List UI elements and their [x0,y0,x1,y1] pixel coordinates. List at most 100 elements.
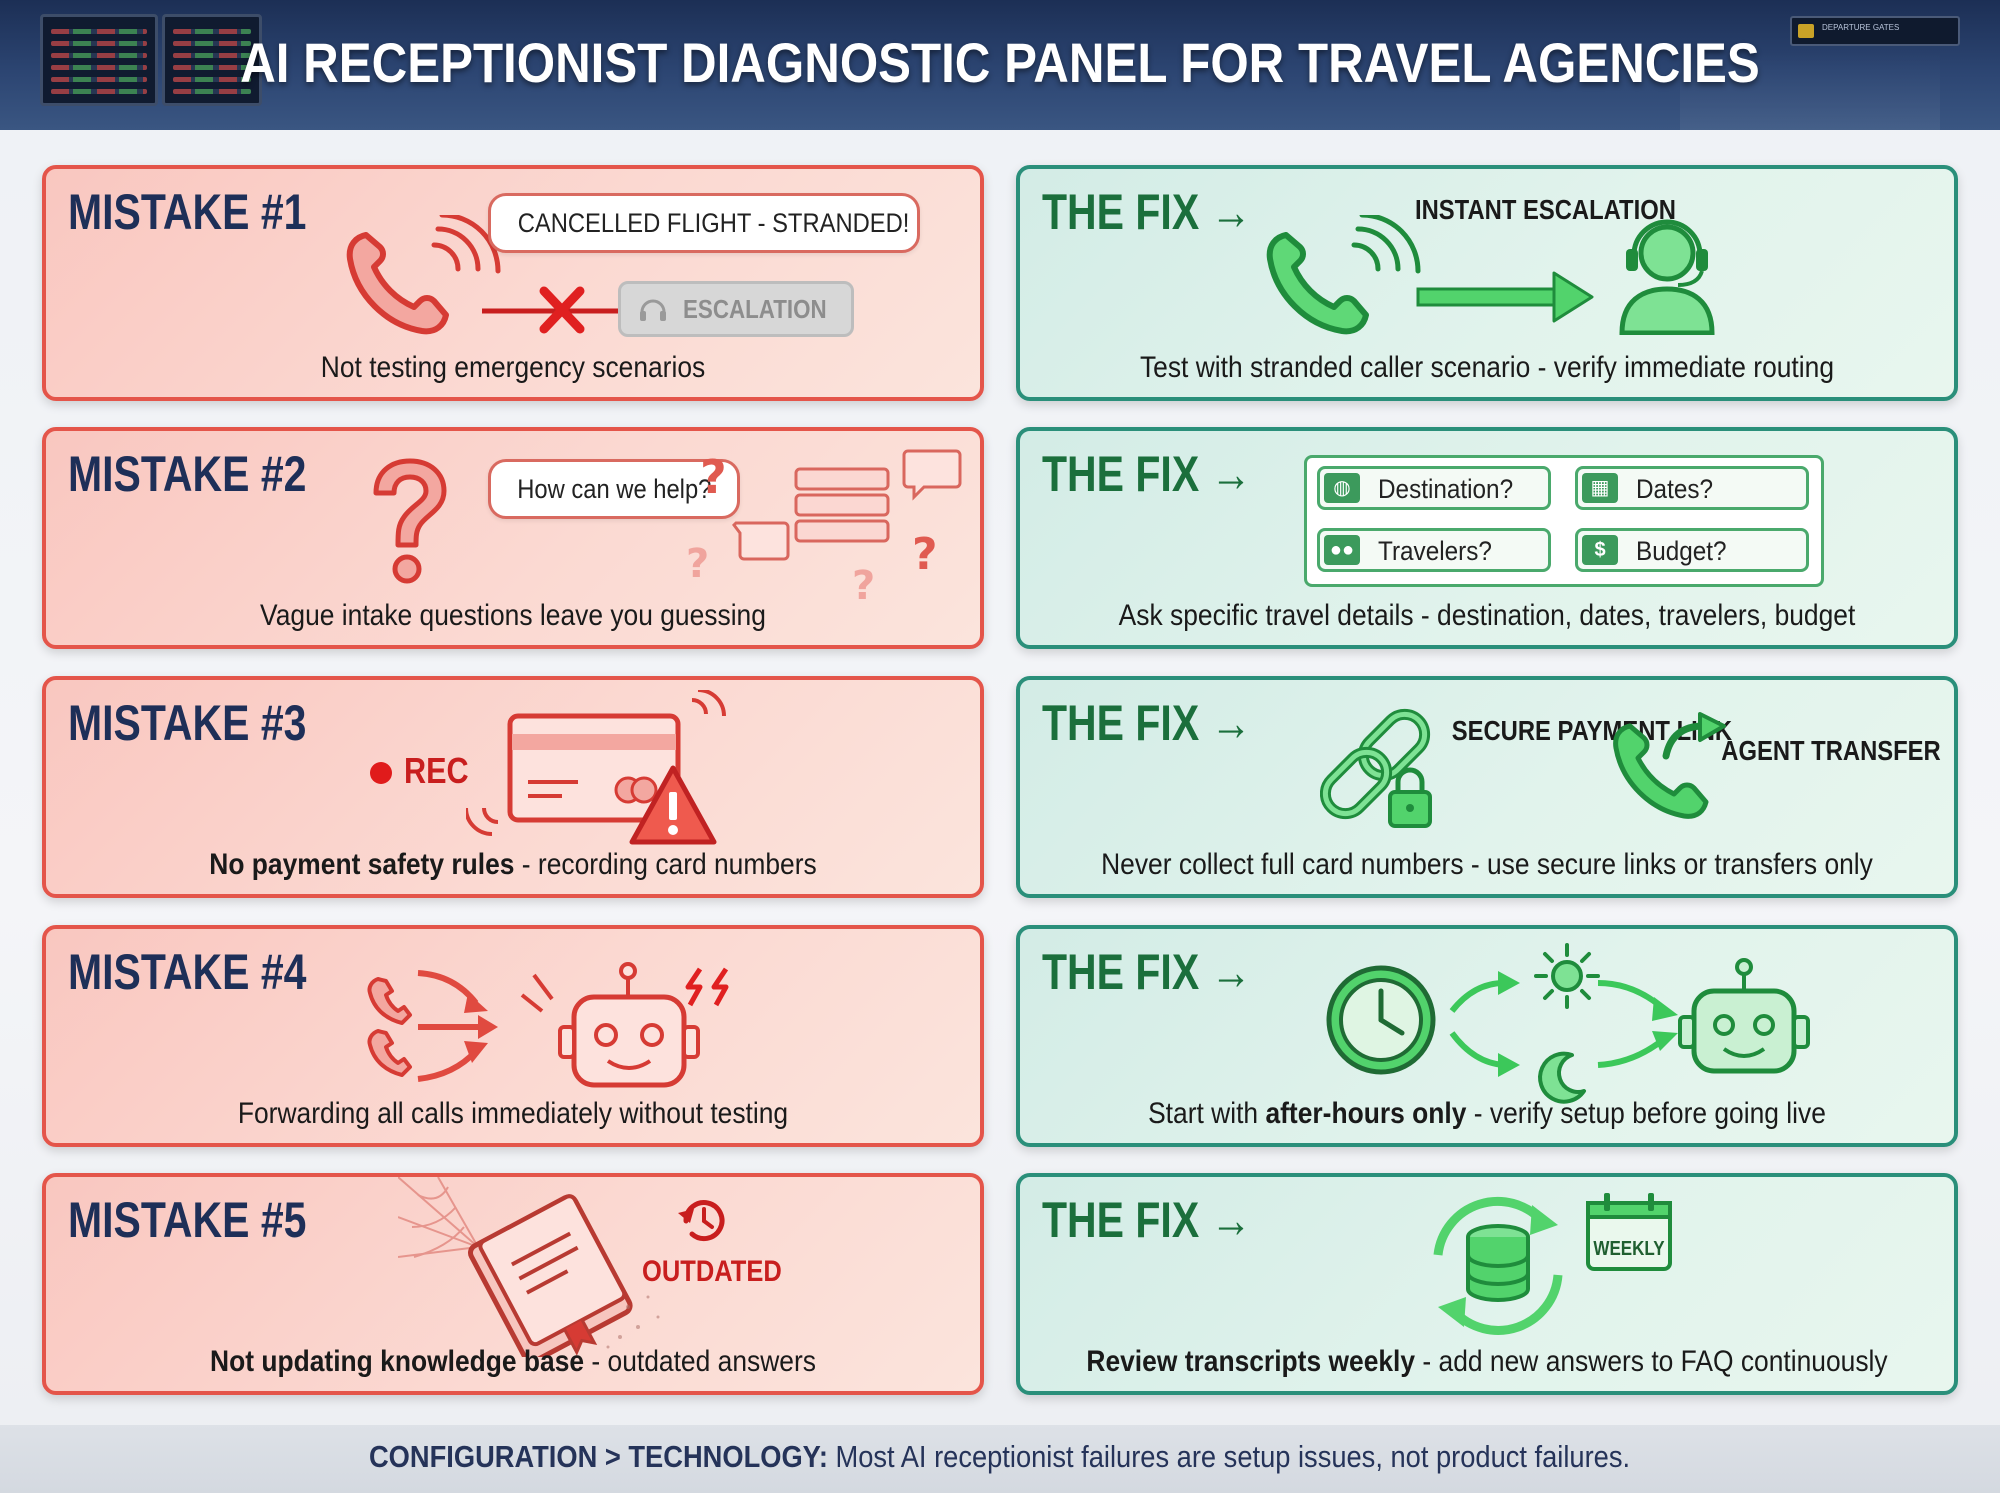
record-dot-icon [370,762,392,784]
fix-label: THE FIX → [1042,1192,1252,1248]
agent-transfer-label: AGENT TRANSFER [1721,735,1941,766]
mistake-label: MISTAKE #1 [68,184,307,240]
escalation-text: ESCALATION [683,294,827,324]
dollar-icon: $ [1582,535,1618,565]
mistake-label: MISTAKE #4 [68,944,307,1000]
credit-card-icon [466,690,726,836]
chain-lock-icon [1320,708,1432,828]
footer-rest: Most AI receptionist failures are setup … [828,1439,1631,1474]
question-text: Travelers? [1378,536,1492,566]
fix-caption: Never collect full card numbers - use se… [1101,848,1873,881]
chat-bubbles-icon: ? ? ? ? [686,449,962,607]
fix-label: THE FIX → [1042,446,1252,502]
mistake-label: MISTAKE #5 [68,1192,307,1248]
question-travelers: ●● Travelers? [1317,528,1551,572]
caption-bold: No payment safety rules [209,848,515,881]
fix-caption: Test with stranded caller scenario - ver… [1139,351,1835,384]
mistake-card-3: MISTAKE #3 REC No payment safety rules -… [42,676,984,898]
outdated-label: OUTDATED [642,1255,782,1288]
cobweb-book-icon [398,1177,660,1357]
bubble-text: CANCELLED FLIGHT - STRANDED! [517,208,910,238]
globe-icon: ◍ [1324,473,1360,503]
mistake-card-4: MISTAKE #4 Forwarding all calls immediat… [42,925,984,1147]
agent-headset-icon [1619,219,1715,335]
rec-label: REC [404,750,469,791]
secure-payment-link-label: SECURE PAYMENT LINK [1451,715,1733,746]
caption-rest: - recording card numbers [514,848,817,881]
database-sync-icon [1433,1196,1563,1335]
arrow-right-icon [1416,271,1594,323]
fix-card-5: THE FIX → WEEKLY Review transcripts week… [1016,1173,1958,1395]
phone-ringing-icon [1266,215,1421,335]
weekly-calendar-icon [1586,1193,1672,1271]
weekly-label: WEEKLY [1593,1238,1665,1260]
fix-card-3: THE FIX → SECURE PAYMENT LINK AGENT TRAN… [1016,676,1958,898]
question-dates: ▦ Dates? [1575,466,1809,510]
moon-icon [1538,1051,1586,1104]
mistake-card-5: MISTAKE #5 OUTDATED Not updating knowled… [42,1173,984,1395]
blocked-arrow-icon [482,286,652,334]
svg-text:?: ? [912,529,938,580]
fix-caption: Start with after-hours only - verify set… [1076,1097,1898,1131]
instant-escalation-label: INSTANT ESCALATION [1415,194,1676,225]
people-icon: ●● [1324,535,1360,565]
clock-icon [1326,965,1436,1075]
mistake-caption: No payment safety rules - recording card… [102,848,924,882]
question-destination: ◍ Destination? [1317,466,1551,510]
question-text: Dates? [1636,474,1714,504]
header-banner: DEPARTURE GATES AI RECEPTIONIST DIAGNOST… [0,0,2000,130]
caption-rest: - outdated answers [584,1345,816,1378]
question-mark-icon [373,458,447,584]
calendar-icon: ▦ [1582,473,1618,503]
robot-icon [520,962,729,1088]
phone-ringing-icon [346,215,501,335]
mistake-caption: Forwarding all calls immediately without… [237,1097,789,1130]
footer-bold: CONFIGURATION > TECHNOLOGY: [369,1439,829,1474]
escalation-pill: ESCALATION [618,281,854,337]
intake-questions-grid: ◍ Destination? ▦ Dates? ●● Travelers? $ … [1304,455,1824,587]
mistake-label: MISTAKE #2 [68,446,307,502]
window-skyline [1680,50,1940,130]
sign-text: DEPARTURE GATES [1822,23,1900,32]
phone-forward-icon [1613,712,1726,819]
footer-banner: CONFIGURATION > TECHNOLOGY: Most AI rece… [0,1425,2000,1493]
mistake-caption: Not updating knowledge base - outdated a… [102,1345,924,1379]
arrow-right-icon [1597,980,1678,1068]
fix-label: THE FIX → [1042,695,1252,751]
mistake-caption: Not testing emergency scenarios [320,351,706,384]
svg-text:?: ? [700,450,727,504]
flight-board-right [162,14,262,106]
fix-label: THE FIX → [1042,184,1252,240]
caption-rest: - add new answers to FAQ continuously [1415,1345,1888,1378]
fix-caption: Review transcripts weekly - add new answ… [1076,1345,1898,1379]
cancelled-flight-bubble: CANCELLED FLIGHT - STRANDED! [488,193,920,253]
question-text: Budget? [1636,536,1727,566]
caption-bold: Review transcripts weekly [1086,1345,1416,1378]
question-budget: $ Budget? [1575,528,1809,572]
fix-card-2: THE FIX → ◍ Destination? ▦ Dates? ●● Tra… [1016,427,1958,649]
caption-pre: Start with [1148,1097,1266,1130]
departure-gates-sign: DEPARTURE GATES [1790,16,1960,46]
footer-text: CONFIGURATION > TECHNOLOGY: Most AI rece… [369,1439,1630,1475]
svg-text:?: ? [852,563,875,607]
sun-icon [1534,943,1600,1009]
history-clock-icon [678,1200,725,1242]
svg-text:?: ? [686,541,709,587]
mistake-card-2: MISTAKE #2 How can we help? ? ? ? ? Vagu… [42,427,984,649]
caption-rest: - verify setup before going live [1466,1097,1826,1130]
headset-icon [640,299,666,321]
caption-bold: after-hours only [1265,1097,1467,1130]
caption-bold: Not updating knowledge base [210,1345,585,1378]
question-text: Destination? [1378,474,1514,504]
fix-card-4: THE FIX → Star [1016,925,1958,1147]
robot-icon [1678,958,1810,1074]
plane-icon [1798,24,1814,38]
fix-caption: Ask specific travel details - destinatio… [1118,599,1856,632]
flight-board-left [40,14,158,106]
mistake-card-1: MISTAKE #1 CANCELLED FLIGHT - STRANDED! … [42,165,984,401]
warning-icon [629,765,717,845]
page-title: AI RECEPTIONIST DIAGNOSTIC PANEL FOR TRA… [240,31,1760,94]
phones-arrows-icon [367,970,498,1082]
sun-icon [1449,971,1520,1077]
fix-card-1: THE FIX → INSTANT ESCALATION Test with s… [1016,165,1958,401]
